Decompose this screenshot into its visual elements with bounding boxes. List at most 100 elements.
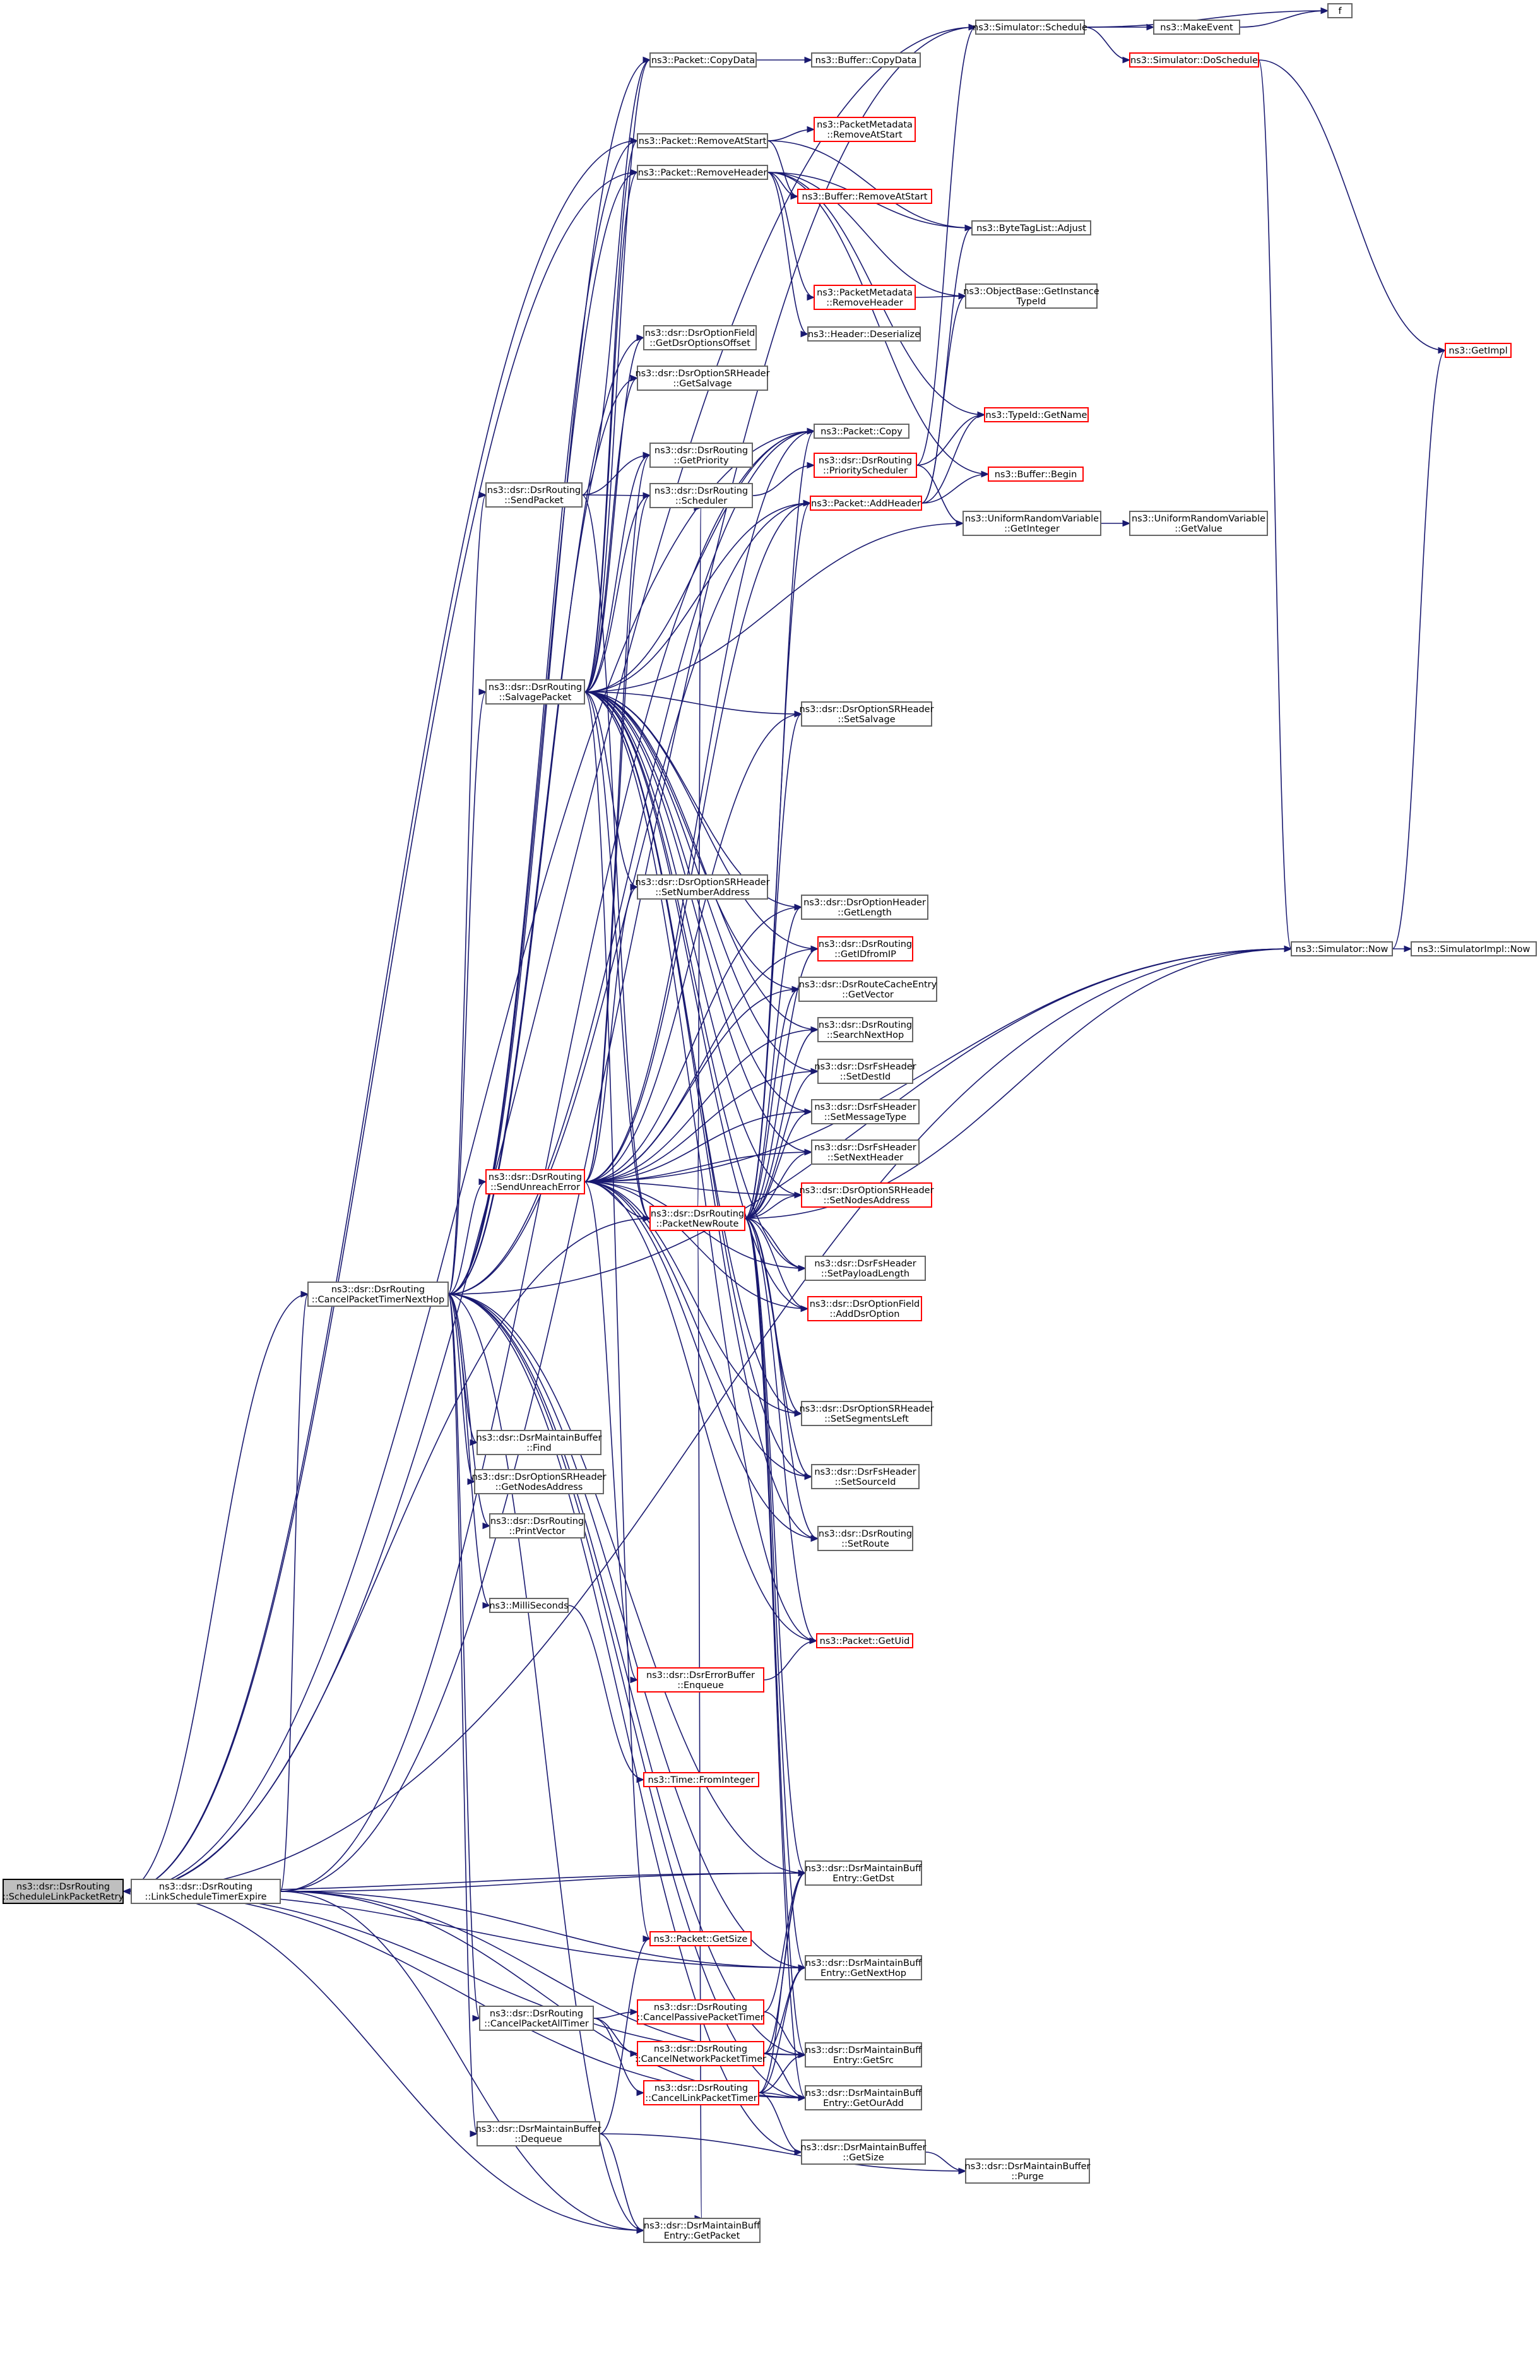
node-pmremoveheader[interactable]: ns3::PacketMetadata::RemoveHeader: [814, 285, 916, 310]
node-box-cancelpassive[interactable]: [637, 1999, 764, 2025]
node-addheader[interactable]: ns3::Packet::AddHeader: [810, 496, 922, 511]
node-prioritysched[interactable]: ns3::dsr::DsrRouting::PriorityScheduler: [814, 453, 917, 478]
node-hdrdeserialize[interactable]: ns3::Header::Deserialize: [807, 326, 921, 342]
node-sendpacket[interactable]: ns3::dsr::DsrRouting::SendPacket: [485, 482, 583, 508]
node-box-getidfromip[interactable]: [817, 936, 913, 961]
node-removeatstart[interactable]: ns3::Packet::RemoveAtStart: [637, 133, 768, 148]
node-box-fssetdest[interactable]: [817, 1059, 913, 1084]
node-box-optfieldoffset[interactable]: [643, 325, 757, 350]
node-retry[interactable]: ns3::dsr::DsrRouting::ScheduleLinkPacket…: [3, 1879, 124, 1904]
node-pktgetsize[interactable]: ns3::Packet::GetSize: [649, 1931, 752, 1946]
node-box-getimpl[interactable]: [1445, 343, 1512, 358]
node-box-fssetpayload[interactable]: [805, 1256, 926, 1281]
node-box-sendpacket[interactable]: [485, 482, 583, 508]
node-box-mbeGetNextHop[interactable]: [805, 1955, 922, 1980]
node-fssetmsg[interactable]: ns3::dsr::DsrFsHeader::SetMessageType: [811, 1099, 920, 1124]
node-box-pmremoveatstart[interactable]: [814, 117, 916, 142]
node-box-scheduler[interactable]: [649, 483, 753, 508]
node-box-retry[interactable]: [3, 1879, 124, 1904]
node-box-sched[interactable]: [975, 20, 1085, 35]
node-cancelnext[interactable]: ns3::dsr::DsrRouting::CancelPacketTimerN…: [307, 1282, 449, 1307]
node-pktgetuid[interactable]: ns3::Packet::GetUid: [816, 1633, 913, 1648]
node-cancelpassive[interactable]: ns3::dsr::DsrRouting::CancelPassivePacke…: [637, 1999, 764, 2025]
node-box-simimplnow[interactable]: [1411, 941, 1537, 956]
node-box-setroute[interactable]: [817, 1526, 913, 1551]
node-box-cancelnext[interactable]: [307, 1282, 449, 1307]
node-box-mbeGetPacket[interactable]: [643, 2218, 761, 2243]
node-box-unreach[interactable]: [485, 1169, 585, 1194]
node-urvgetvalue[interactable]: ns3::UniformRandomVariable::GetValue: [1129, 511, 1268, 536]
node-errenq[interactable]: ns3::dsr::DsrErrorBuffer::Enqueue: [637, 1667, 764, 1693]
node-removeheader[interactable]: ns3::Packet::RemoveHeader: [637, 165, 768, 180]
node-setroute[interactable]: ns3::dsr::DsrRouting::SetRoute: [817, 1526, 913, 1551]
node-box-makeevent[interactable]: [1153, 20, 1240, 35]
node-bufcopydata[interactable]: ns3::Buffer::CopyData: [811, 52, 921, 68]
node-fssetnext[interactable]: ns3::dsr::DsrFsHeader::SetNextHeader: [811, 1139, 920, 1165]
node-box-getpriority[interactable]: [649, 443, 753, 468]
node-srgetnodes[interactable]: ns3::dsr::DsrOptionSRHeader::GetNodesAdd…: [471, 1469, 607, 1494]
node-box-tagadjust[interactable]: [971, 220, 1091, 235]
node-box-simnow[interactable]: [1291, 941, 1393, 956]
node-newroute[interactable]: ns3::dsr::DsrRouting::PacketNewRoute: [649, 1206, 745, 1231]
node-urvgetint[interactable]: ns3::UniformRandomVariable::GetInteger: [962, 511, 1101, 536]
node-box-pmremoveheader[interactable]: [814, 285, 916, 310]
node-box-hdrdeserialize[interactable]: [807, 326, 921, 342]
node-box-f[interactable]: [1327, 3, 1353, 18]
node-box-srsetsalvage[interactable]: [801, 701, 932, 727]
node-box-addoption[interactable]: [807, 1296, 922, 1321]
node-srsetnodes[interactable]: ns3::dsr::DsrOptionSRHeader::SetNodesAdd…: [799, 1182, 934, 1208]
node-box-addheader[interactable]: [810, 496, 922, 511]
node-tagadjust[interactable]: ns3::ByteTagList::Adjust: [971, 220, 1091, 235]
node-millis[interactable]: ns3::MilliSeconds: [489, 1598, 569, 1613]
node-box-urvgetvalue[interactable]: [1129, 511, 1268, 536]
node-box-mbgetsize[interactable]: [801, 2139, 926, 2165]
node-addoption[interactable]: ns3::dsr::DsrOptionField::AddDsrOption: [807, 1296, 922, 1321]
node-box-mbdequeue[interactable]: [477, 2121, 600, 2146]
node-scheduler[interactable]: ns3::dsr::DsrRouting::Scheduler: [649, 483, 753, 508]
node-box-cancellink[interactable]: [643, 2080, 759, 2105]
node-optgetlength[interactable]: ns3::dsr::DsrOptionHeader::GetLength: [801, 895, 928, 920]
node-box-bufremoveatstart[interactable]: [797, 189, 932, 204]
node-box-mbeGetSrc[interactable]: [805, 2042, 922, 2068]
node-box-getinstancetypeid[interactable]: [965, 283, 1098, 309]
node-srsetsegs[interactable]: ns3::dsr::DsrOptionSRHeader::SetSegments…: [799, 1401, 934, 1426]
node-mbgetsize[interactable]: ns3::dsr::DsrMaintainBuffer::GetSize: [800, 2139, 927, 2165]
node-optfieldoffset[interactable]: ns3::dsr::DsrOptionField::GetDsrOptionsO…: [643, 325, 757, 350]
node-box-pktgetuid[interactable]: [816, 1633, 913, 1648]
node-box-salvage[interactable]: [485, 679, 585, 705]
node-box-millis[interactable]: [489, 1598, 569, 1613]
node-simimplnow[interactable]: ns3::SimulatorImpl::Now: [1411, 941, 1537, 956]
node-box-prioritysched[interactable]: [814, 453, 917, 478]
node-bufbegin[interactable]: ns3::Buffer::Begin: [988, 467, 1084, 482]
node-box-srsetnumber[interactable]: [637, 874, 768, 900]
node-srsetsalvage[interactable]: ns3::dsr::DsrOptionSRHeader::SetSalvage: [799, 701, 934, 727]
node-box-srsetnodes[interactable]: [801, 1182, 932, 1208]
node-box-copydata[interactable]: [649, 52, 757, 68]
node-box-removeatstart[interactable]: [637, 133, 768, 148]
node-getimpl[interactable]: ns3::GetImpl: [1445, 343, 1512, 358]
node-cancelnetwork[interactable]: ns3::dsr::DsrRouting::CancelNetworkPacke…: [635, 2041, 766, 2066]
node-getidfromip[interactable]: ns3::dsr::DsrRouting::GetIDfromIP: [817, 936, 913, 961]
node-expire[interactable]: ns3::dsr::DsrRouting::LinkScheduleTimerE…: [131, 1879, 281, 1904]
node-unreach[interactable]: ns3::dsr::DsrRouting::SendUnreachError: [485, 1169, 585, 1194]
node-box-pktgetsize[interactable]: [649, 1931, 752, 1946]
node-box-mbfind[interactable]: [477, 1430, 601, 1455]
node-box-srgetnodes[interactable]: [474, 1469, 604, 1494]
node-mbeGetOurAdd[interactable]: ns3::dsr::DsrMaintainBuffEntry::GetOurAd…: [805, 2085, 922, 2110]
node-box-errenq[interactable]: [637, 1667, 764, 1693]
node-bufremoveatstart[interactable]: ns3::Buffer::RemoveAtStart: [797, 189, 932, 204]
node-rcgetvector[interactable]: ns3::dsr::DsrRouteCacheEntry::GetVector: [798, 977, 937, 1002]
node-fssetpayload[interactable]: ns3::dsr::DsrFsHeader::SetPayloadLength: [805, 1256, 926, 1281]
node-sched[interactable]: ns3::Simulator::Schedule: [973, 20, 1087, 35]
node-box-pktcopy[interactable]: [814, 424, 909, 439]
node-salvage[interactable]: ns3::dsr::DsrRouting::SalvagePacket: [485, 679, 585, 705]
node-f[interactable]: f: [1327, 3, 1353, 18]
node-box-newroute[interactable]: [649, 1206, 745, 1231]
node-box-fromint[interactable]: [643, 1772, 759, 1787]
node-makeevent[interactable]: ns3::MakeEvent: [1153, 20, 1240, 35]
node-mbpurge[interactable]: ns3::dsr::DsrMaintainBuffer::Purge: [964, 2158, 1091, 2184]
node-box-optgetlength[interactable]: [801, 895, 928, 920]
